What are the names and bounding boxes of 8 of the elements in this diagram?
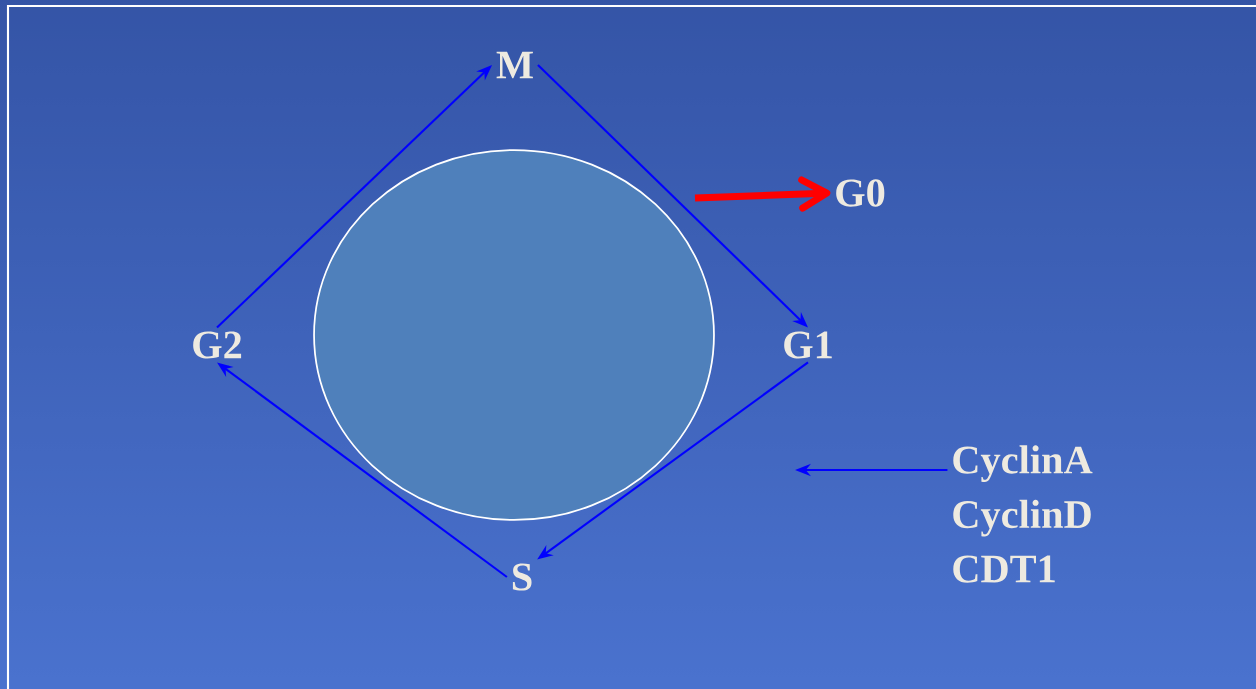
stage-label: G1 — [784, 331, 832, 359]
stage-label: G2 — [193, 331, 242, 359]
factor-list: CyclinA CyclinD CDT1 — [953, 445, 1093, 583]
stage-label: M — [496, 51, 533, 79]
stage-label: G0 — [836, 179, 885, 207]
arrow — [694, 176, 831, 212]
circle-shape — [313, 149, 715, 521]
stage-label: S — [512, 563, 532, 591]
